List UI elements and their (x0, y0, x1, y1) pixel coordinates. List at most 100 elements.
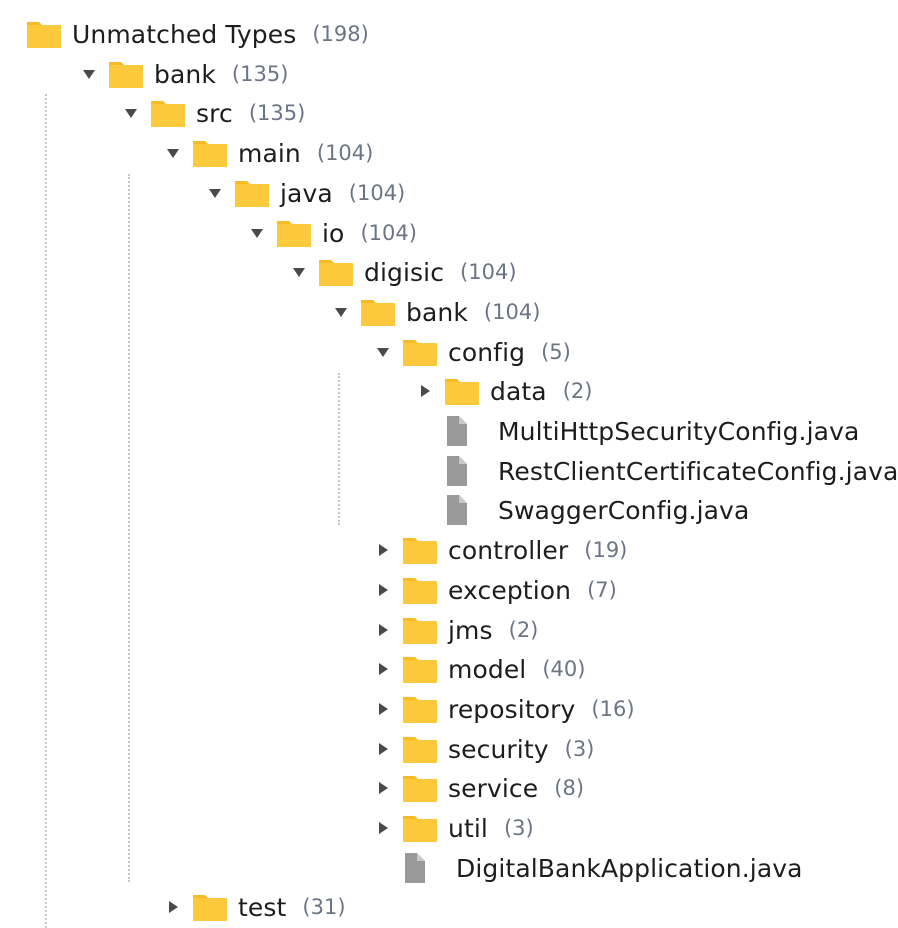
tree-node-label[interactable]: src (196, 98, 233, 128)
caret-right-icon[interactable] (372, 817, 394, 839)
tree-folder-row[interactable]: test(31) (162, 887, 346, 927)
tree-node-label[interactable]: MultiHttpSecurityConfig.java (498, 416, 860, 446)
tree-node-label[interactable]: security (448, 734, 549, 764)
caret-right-icon[interactable] (414, 380, 436, 402)
tree-folder-row[interactable]: security(3) (372, 729, 594, 769)
folder-icon (402, 574, 438, 606)
tree-folder-row[interactable]: io(104) (246, 213, 417, 253)
tree-folder-row[interactable]: repository (16) (372, 689, 635, 729)
folder-icon (234, 177, 270, 209)
tree-folder-row[interactable]: main(104) (162, 133, 373, 173)
tree-folder-row[interactable]: Unmatched Types (198) (26, 14, 369, 54)
tree-node-label[interactable]: repository (448, 694, 576, 724)
folder-icon (444, 375, 480, 407)
tree-guide-line (128, 174, 130, 882)
tree-node-label[interactable]: digisic (364, 257, 445, 287)
folder-icon (150, 97, 186, 129)
tree-node-label[interactable]: data (490, 376, 547, 406)
folder-icon (108, 58, 144, 90)
tree-node-label[interactable]: SwaggerConfig.java (498, 495, 750, 525)
tree-node-label[interactable]: controller (448, 535, 569, 565)
toggle-spacer (414, 460, 436, 482)
caret-down-icon[interactable] (288, 261, 310, 283)
tree-folder-row[interactable]: src (135) (120, 93, 305, 133)
folder-icon (402, 336, 438, 368)
tree-node-label[interactable]: jms (448, 615, 493, 645)
tree-folder-row[interactable]: service (8) (372, 768, 584, 808)
tree-folder-row[interactable]: bank (135) (78, 54, 288, 94)
tree-folder-row[interactable]: bank (104) (330, 292, 540, 332)
caret-down-icon[interactable] (372, 341, 394, 363)
tree-node-label[interactable]: service (448, 773, 539, 803)
tree-folder-row[interactable]: data(2) (414, 371, 592, 411)
tree-node-count: (19) (584, 538, 628, 562)
tree-node-label[interactable]: util (448, 813, 488, 843)
caret-down-icon[interactable] (120, 102, 142, 124)
tree-file-row[interactable]: SwaggerConfig.java (414, 490, 749, 530)
tree-folder-row[interactable]: jms (2) (372, 610, 538, 650)
tree-folder-row[interactable]: exception(7) (372, 570, 617, 610)
file-icon (444, 455, 480, 487)
tree-node-label[interactable]: java (280, 178, 333, 208)
tree-node-label[interactable]: exception (448, 575, 572, 605)
caret-down-icon[interactable] (246, 222, 268, 244)
toggle-spacer (372, 857, 394, 879)
tree-node-count: (104) (483, 300, 541, 324)
caret-down-icon[interactable] (330, 301, 352, 323)
tree-folder-row[interactable]: model (40) (372, 649, 585, 689)
tree-node-count: (40) (542, 657, 586, 681)
caret-right-icon[interactable] (372, 579, 394, 601)
folder-icon (318, 256, 354, 288)
folder-icon (360, 296, 396, 328)
caret-right-icon[interactable] (372, 777, 394, 799)
folder-icon (26, 18, 62, 50)
tree-file-row[interactable]: MultiHttpSecurityConfig.java (414, 411, 859, 451)
caret-right-icon[interactable] (372, 658, 394, 680)
tree-node-label[interactable]: test (238, 892, 287, 922)
caret-right-icon[interactable] (372, 698, 394, 720)
tree-node-count: (135) (231, 62, 289, 86)
folder-icon (402, 534, 438, 566)
tree-node-label[interactable]: model (448, 654, 527, 684)
tree-node-count: (198) (312, 22, 369, 46)
file-icon (402, 852, 438, 884)
toggle-spacer (414, 420, 436, 442)
tree-node-label[interactable]: bank (406, 297, 468, 327)
toggle-spacer (414, 499, 436, 521)
tree-node-label[interactable]: io (322, 218, 345, 248)
tree-folder-row[interactable]: java (104) (204, 173, 405, 213)
tree-node-count: (16) (591, 697, 635, 721)
tree-node-count: (5) (541, 340, 571, 364)
folder-icon (276, 217, 312, 249)
folder-icon (192, 137, 228, 169)
tree-node-label[interactable]: RestClientCertificateConfig.java (498, 456, 898, 486)
tree-node-count: (8) (554, 776, 585, 800)
tree-node-count: (104) (348, 181, 406, 205)
tree-node-count: (2) (508, 618, 539, 642)
tree-node-label[interactable]: bank (154, 59, 216, 89)
caret-right-icon[interactable] (372, 738, 394, 760)
tree-node-label[interactable]: config (448, 337, 526, 367)
tree-folder-row[interactable]: digisic (104) (288, 252, 517, 292)
caret-down-icon[interactable] (78, 63, 100, 85)
tree-folder-row[interactable]: util (3) (372, 808, 534, 848)
tree-folder-row[interactable]: controller (19) (372, 530, 627, 570)
caret-right-icon[interactable] (372, 539, 394, 561)
tree-guide-line (338, 373, 340, 525)
tree-file-row[interactable]: RestClientCertificateConfig.java (414, 451, 898, 491)
tree-file-row[interactable]: DigitalBankApplication.java (372, 848, 803, 888)
tree-node-label[interactable]: main (238, 138, 301, 168)
caret-right-icon[interactable] (372, 619, 394, 641)
tree-node-count: (104) (460, 260, 517, 284)
tree-guide-line (45, 94, 47, 928)
tree-node-label[interactable]: DigitalBankApplication.java (456, 853, 803, 883)
caret-down-icon[interactable] (162, 142, 184, 164)
caret-right-icon[interactable] (162, 896, 184, 918)
tree-node-label[interactable]: Unmatched Types (72, 19, 297, 49)
tree-node-count: (135) (248, 101, 306, 125)
tree-node-count: (3) (503, 816, 534, 840)
caret-down-icon[interactable] (204, 182, 226, 204)
tree-folder-row[interactable]: config (5) (372, 332, 571, 372)
file-icon (444, 415, 480, 447)
